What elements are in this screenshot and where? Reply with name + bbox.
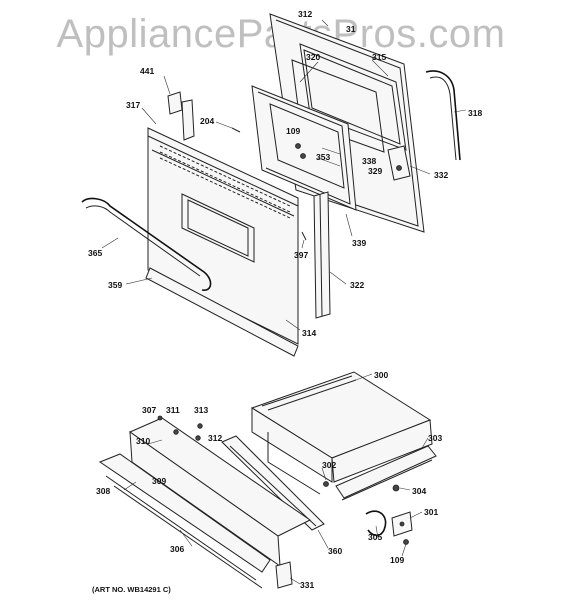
- callout-331: 331: [300, 580, 314, 590]
- callout-306: 306: [170, 544, 184, 554]
- callout-332: 332: [434, 170, 448, 180]
- drawer-body: [250, 371, 433, 495]
- callout-310: 310: [136, 436, 150, 446]
- drawer-end-cap: [275, 561, 293, 589]
- callout-359: 359: [108, 280, 122, 290]
- callout-307: 307: [142, 405, 156, 415]
- callout-305: 305: [368, 532, 382, 542]
- callout-441: 441: [140, 66, 154, 76]
- callout-labels: 312 31 320 315 441 318 317 204 109 353 3…: [88, 9, 482, 594]
- small-bracket: [167, 91, 195, 141]
- callout-300: 300: [374, 370, 388, 380]
- callout-301: 301: [424, 507, 438, 517]
- callout-353: 353: [316, 152, 330, 162]
- inner-door-liner: [251, 85, 357, 211]
- drawer-side-rail: [335, 445, 437, 501]
- door-clip: [231, 127, 241, 133]
- callout-31: 31: [346, 24, 356, 34]
- mounting-bracket: [391, 511, 413, 537]
- door-support-post: [313, 191, 331, 319]
- leader-lines: [101, 19, 467, 585]
- rail-screw: [323, 481, 329, 487]
- callout-360: 360: [328, 546, 342, 556]
- callout-397: 397: [294, 250, 308, 260]
- callout-312-top: 312: [298, 9, 312, 19]
- callout-317: 317: [126, 100, 140, 110]
- door-window-glass: [291, 59, 385, 153]
- bracket-screw: [403, 539, 409, 545]
- drawer-handle-trim: [98, 453, 271, 589]
- bottom-door-trim: [145, 267, 299, 357]
- handle-screw: [301, 231, 307, 241]
- callout-304: 304: [412, 486, 426, 496]
- callout-365: 365: [88, 248, 102, 258]
- callout-338: 338: [362, 156, 376, 166]
- callout-322: 322: [350, 280, 364, 290]
- door-screws: [295, 143, 306, 159]
- callout-204: 204: [200, 116, 214, 126]
- rail-bolt: [392, 484, 400, 492]
- callout-314: 314: [302, 328, 316, 338]
- callout-302: 302: [322, 460, 336, 470]
- callout-308: 308: [96, 486, 110, 496]
- callout-320: 320: [306, 52, 320, 62]
- door-gasket: [425, 70, 461, 161]
- callout-309: 309: [152, 476, 166, 486]
- callout-313: 313: [194, 405, 208, 415]
- callout-312-bottom: 312: [208, 433, 222, 443]
- door-hinge-bracket: [387, 145, 411, 181]
- callout-318: 318: [468, 108, 482, 118]
- art-number: (ART NO. WB14291 C): [92, 585, 171, 594]
- callout-329: 329: [368, 166, 382, 176]
- drawer-front-screws: [157, 415, 203, 441]
- front-door-panel: [147, 127, 299, 345]
- callout-311: 311: [166, 405, 180, 415]
- roller-bracket: [365, 510, 387, 537]
- callout-303: 303: [428, 433, 442, 443]
- callout-109-bottom: 109: [390, 555, 404, 565]
- callout-315: 315: [372, 52, 386, 62]
- callout-109-top: 109: [286, 126, 300, 136]
- callout-339: 339: [352, 238, 366, 248]
- door-handle: [81, 197, 212, 291]
